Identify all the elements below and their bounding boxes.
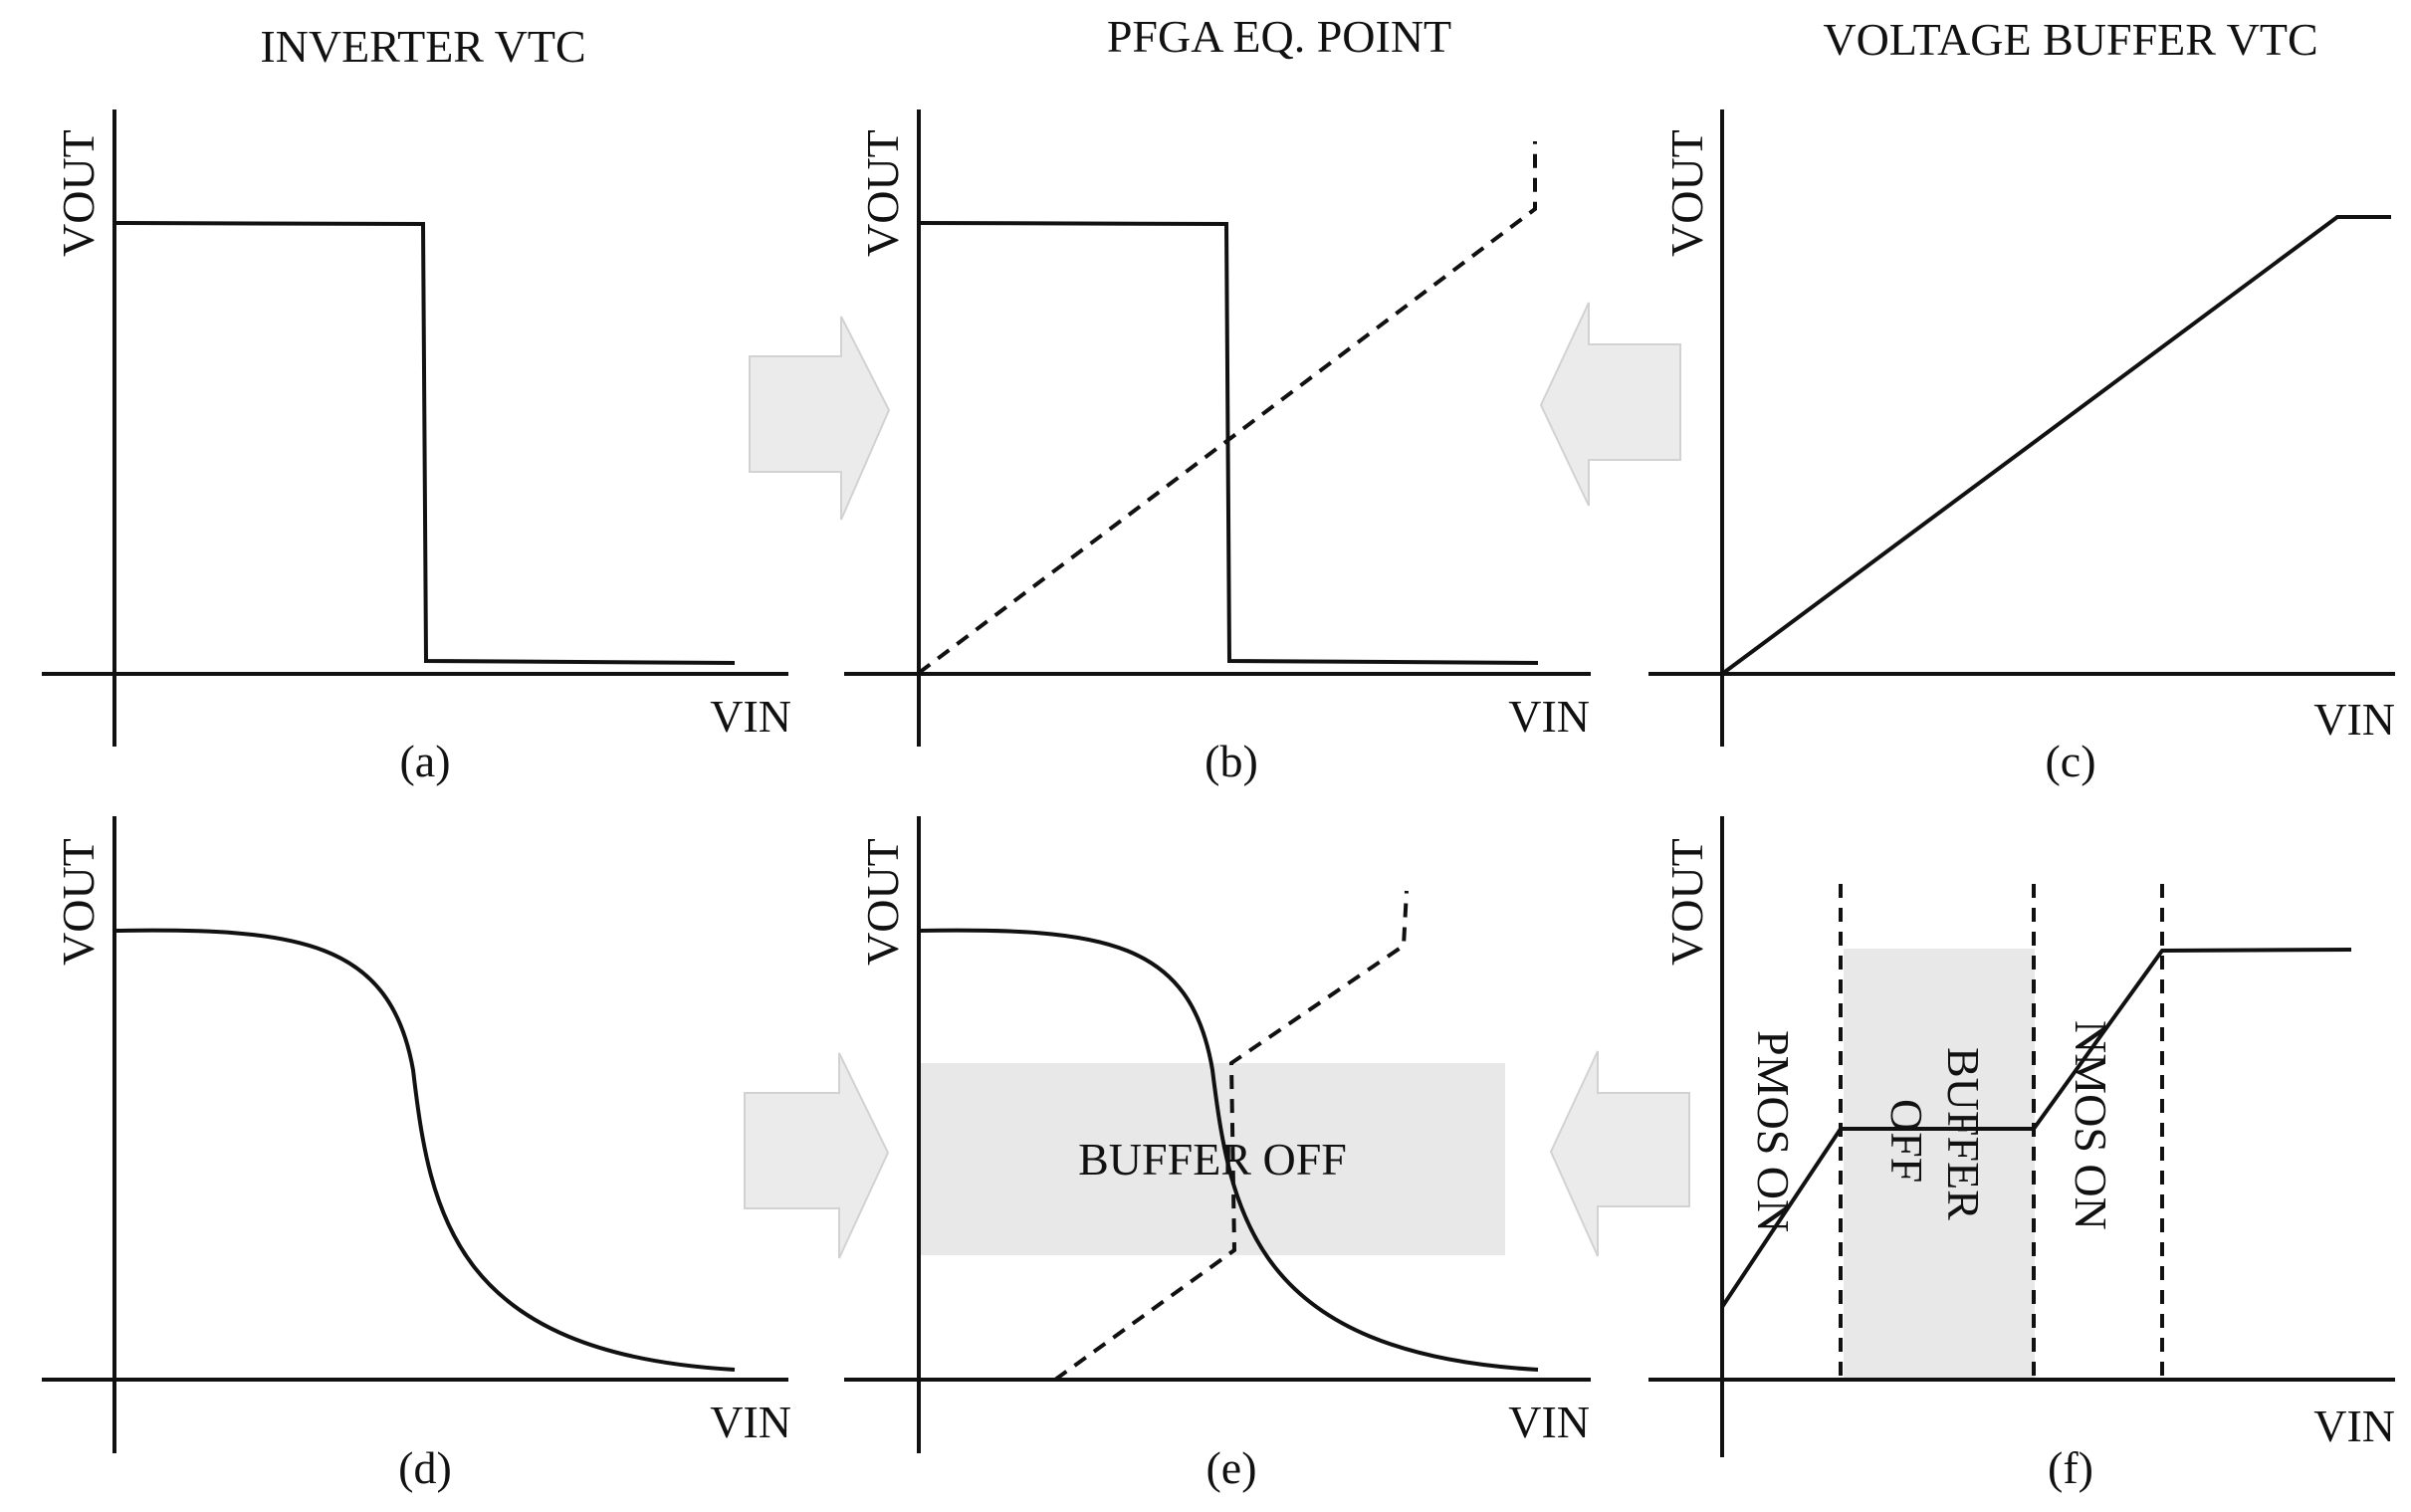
inverter-step-curve xyxy=(918,221,1539,665)
panel-f: PMOS ON BUFFER OFF NMOS ON VOUT VIN (f) xyxy=(1648,816,2395,1493)
caption-f: (f) xyxy=(2048,1442,2093,1493)
caption-d: (d) xyxy=(398,1442,452,1493)
right-arrow-bottom xyxy=(744,1052,890,1259)
panel-c: VOUT VIN (c) xyxy=(1648,109,2395,786)
title-pfga-eq-point: PFGA EQ. POINT xyxy=(1107,11,1451,62)
caption-a: (a) xyxy=(399,736,450,786)
y-axis-label: VOUT xyxy=(1661,838,1712,966)
inverter-smooth-curve xyxy=(113,928,736,1372)
buffer-piecewise-curve xyxy=(1720,948,2352,1309)
x-axis-label: VIN xyxy=(2313,1401,2395,1451)
buffer-off-region xyxy=(1844,949,2035,1380)
title-inverter-vtc: INVERTER VTC xyxy=(260,21,585,72)
panel-b: VOUT VIN (b) xyxy=(844,109,1591,786)
left-arrow-top xyxy=(1539,302,1681,507)
y-axis-label: VOUT xyxy=(53,838,104,966)
left-arrow-bottom xyxy=(1549,1050,1690,1257)
inverter-smooth-curve xyxy=(918,928,1539,1372)
title-voltage-buffer-vtc: VOLTAGE BUFFER VTC xyxy=(1823,14,2317,65)
x-axis-label: VIN xyxy=(2313,694,2395,745)
pmos-on-label: PMOS ON xyxy=(1748,1030,1799,1232)
nmos-on-label: NMOS ON xyxy=(2066,1020,2116,1230)
y-axis-label: VOUT xyxy=(857,838,908,966)
panel-d: VOUT VIN (d) xyxy=(42,816,791,1493)
caption-c: (c) xyxy=(2045,736,2095,786)
y-axis-label: VOUT xyxy=(53,129,104,257)
y-axis-label: VOUT xyxy=(857,129,908,257)
y-axis-label: VOUT xyxy=(1661,129,1712,257)
x-axis-label: VIN xyxy=(1508,1397,1590,1447)
buffer-off-label: BUFFER OFF xyxy=(1078,1134,1347,1185)
x-axis-label: VIN xyxy=(1508,691,1590,742)
buffer-dashed-curve xyxy=(1053,890,1409,1382)
x-axis-label: VIN xyxy=(710,691,791,742)
right-arrow-top xyxy=(749,316,891,521)
buffer-vtc-curve xyxy=(1720,215,2391,676)
inverter-step-curve xyxy=(113,221,736,665)
panel-e: BUFFER OFF VOUT VIN (e) xyxy=(844,816,1591,1493)
buffer-off-label-line2: OFF xyxy=(1881,1099,1932,1183)
caption-b: (b) xyxy=(1205,736,1258,786)
panel-a: VOUT VIN (a) xyxy=(42,109,791,786)
buffer-off-region xyxy=(920,1063,1505,1255)
buffer-off-label-line1: BUFFER xyxy=(1938,1047,1989,1220)
buffer-dashed-curve xyxy=(917,141,1537,675)
x-axis-label: VIN xyxy=(710,1397,791,1447)
caption-e: (e) xyxy=(1206,1442,1256,1493)
